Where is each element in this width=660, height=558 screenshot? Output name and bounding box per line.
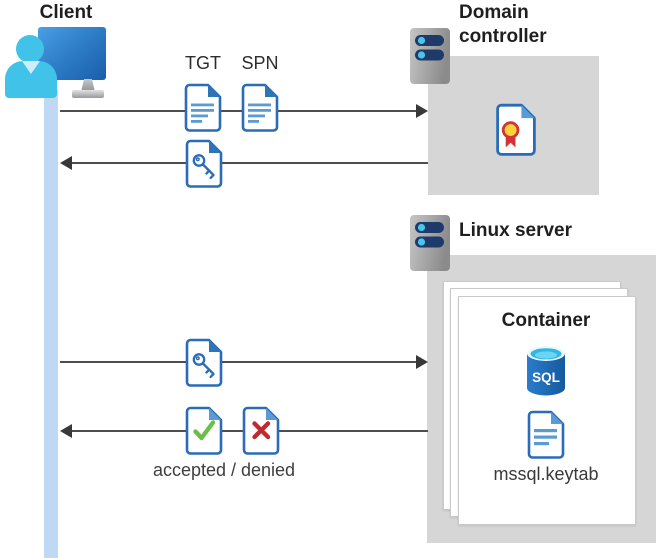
client-timeline-bar [44, 90, 58, 558]
client-title: Client [39, 2, 93, 23]
keytab-document-icon [527, 410, 565, 459]
sql-database-icon: SQL [527, 346, 565, 396]
spn-ticket-document-icon [241, 83, 279, 132]
arrow-request-tickets [60, 110, 417, 112]
certificate-document-icon [496, 103, 536, 156]
spn-label: SPN [241, 53, 279, 73]
server-rack-icon [410, 28, 450, 84]
result-caption: accepted / denied [152, 460, 296, 480]
monitor-base-icon [72, 90, 104, 98]
arrowhead-left-icon [60, 424, 72, 438]
arrow-present-ticket [60, 361, 417, 363]
arrowhead-left-icon [60, 156, 72, 170]
denied-cross-document-icon [242, 406, 280, 455]
monitor-stand-icon [81, 79, 95, 92]
arrowhead-right-icon [416, 355, 428, 369]
user-icon [16, 35, 44, 63]
container-title: Container [501, 310, 591, 331]
tgt-ticket-document-icon [184, 83, 222, 132]
key-document-icon [185, 338, 223, 387]
user-collar-icon [22, 61, 40, 74]
arrow-ticket-response [71, 162, 428, 164]
accepted-check-document-icon [185, 406, 223, 455]
tgt-label: TGT [185, 53, 221, 73]
arrowhead-right-icon [416, 104, 428, 118]
container-card [458, 296, 636, 525]
server-rack-icon [410, 215, 450, 271]
domain-controller-title: Domain controller [459, 2, 547, 47]
sql-label: SQL [532, 370, 560, 385]
keytab-label: mssql.keytab [493, 464, 599, 484]
key-document-icon [185, 139, 223, 188]
linux-server-title: Linux server [459, 220, 572, 241]
